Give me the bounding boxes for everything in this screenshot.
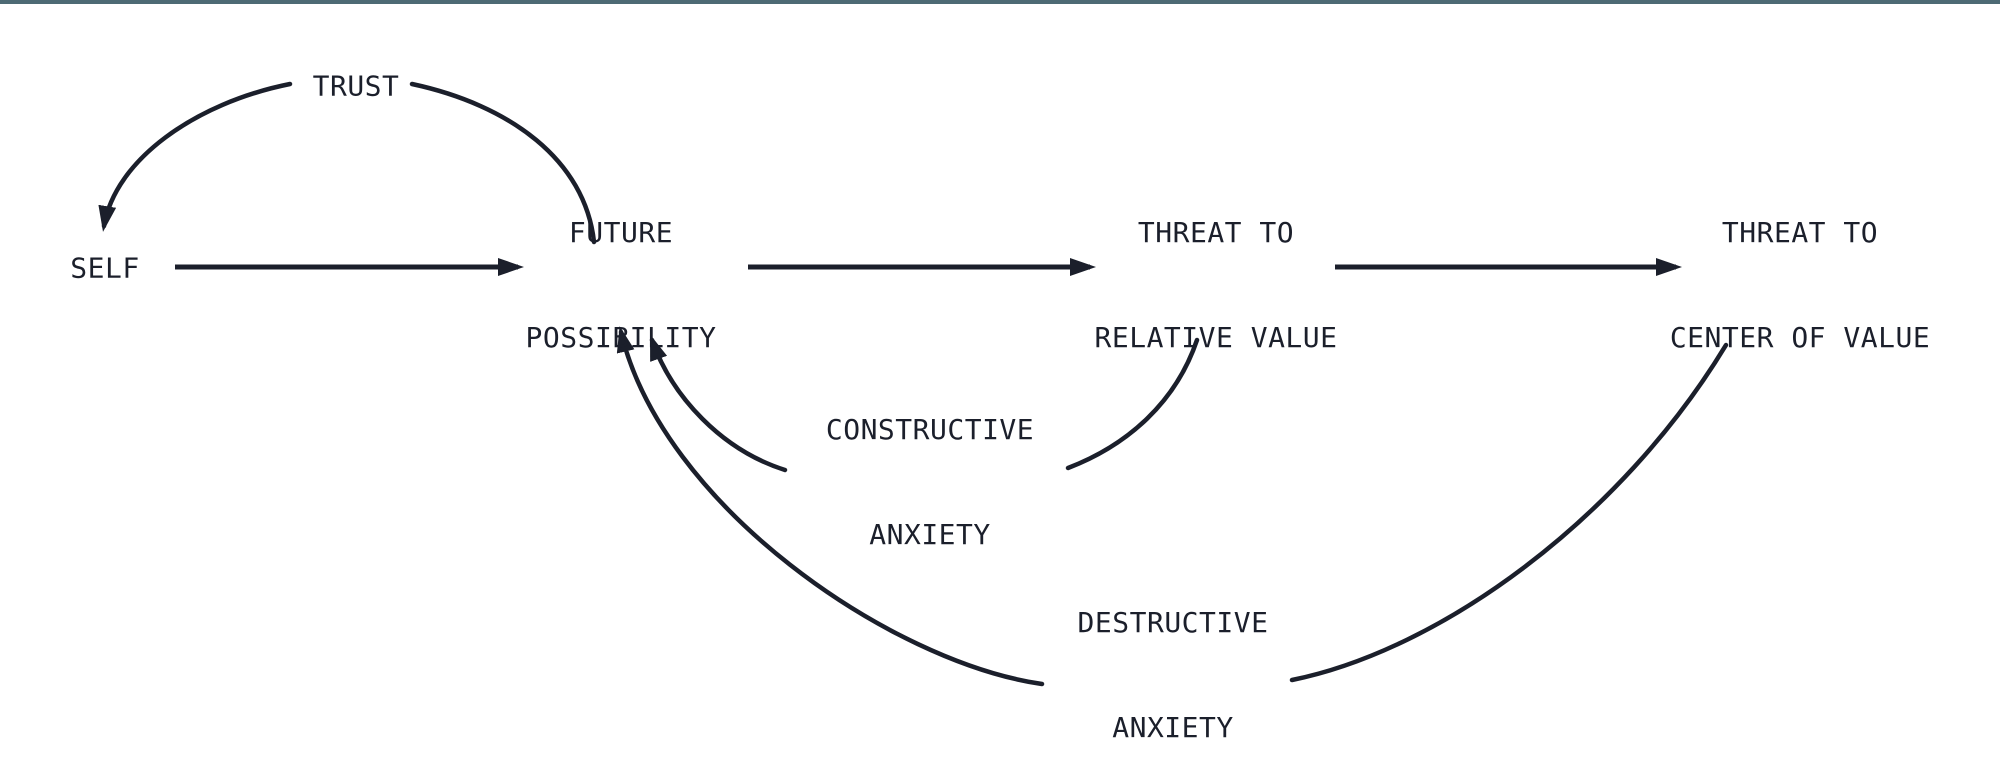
constructive-anxiety-arc-left-segment: [649, 334, 788, 473]
trust-arc-right-segment: [409, 81, 597, 245]
node-threat-to-center-of-value-line2: CENTER OF VALUE: [1669, 321, 1931, 354]
edge-label-constructive-anxiety-line1: CONSTRUCTIVE: [825, 413, 1035, 446]
edge-label-destructive-anxiety-line2: ANXIETY: [1112, 711, 1234, 744]
node-threat-to-center-of-value-line1: THREAT TO: [1721, 216, 1879, 249]
node-self: SELF: [70, 251, 140, 285]
node-threat-to-relative-value-line1: THREAT TO: [1137, 216, 1295, 249]
node-threat-to-relative-value: THREAT TO RELATIVE VALUE: [1094, 145, 1337, 425]
node-future-possibility: FUTURE POSSIBILITY: [526, 145, 717, 425]
node-future-possibility-line2: POSSIBILITY: [525, 321, 717, 354]
top-accent-bar: [0, 0, 2000, 4]
edge-label-constructive-anxiety-line2: ANXIETY: [869, 518, 991, 551]
node-future-possibility-line1: FUTURE: [568, 216, 674, 249]
trust-arc-left-segment: [98, 81, 293, 232]
node-threat-to-center-of-value: THREAT TO CENTER OF VALUE: [1670, 145, 1930, 425]
edge-label-trust: TRUST: [312, 69, 400, 103]
edge-label-constructive-anxiety: CONSTRUCTIVE ANXIETY: [826, 342, 1034, 622]
destructive-anxiety-arc-left-segment: [616, 326, 1045, 687]
edge-label-destructive-anxiety-line1: DESTRUCTIVE: [1077, 606, 1269, 639]
node-threat-to-relative-value-line2: RELATIVE VALUE: [1094, 321, 1338, 354]
constructive-anxiety-arc-right-segment: [1065, 337, 1200, 471]
edge-label-destructive-anxiety: DESTRUCTIVE ANXIETY: [1078, 535, 1269, 757]
destructive-anxiety-arc-right-segment: [1289, 342, 1729, 683]
